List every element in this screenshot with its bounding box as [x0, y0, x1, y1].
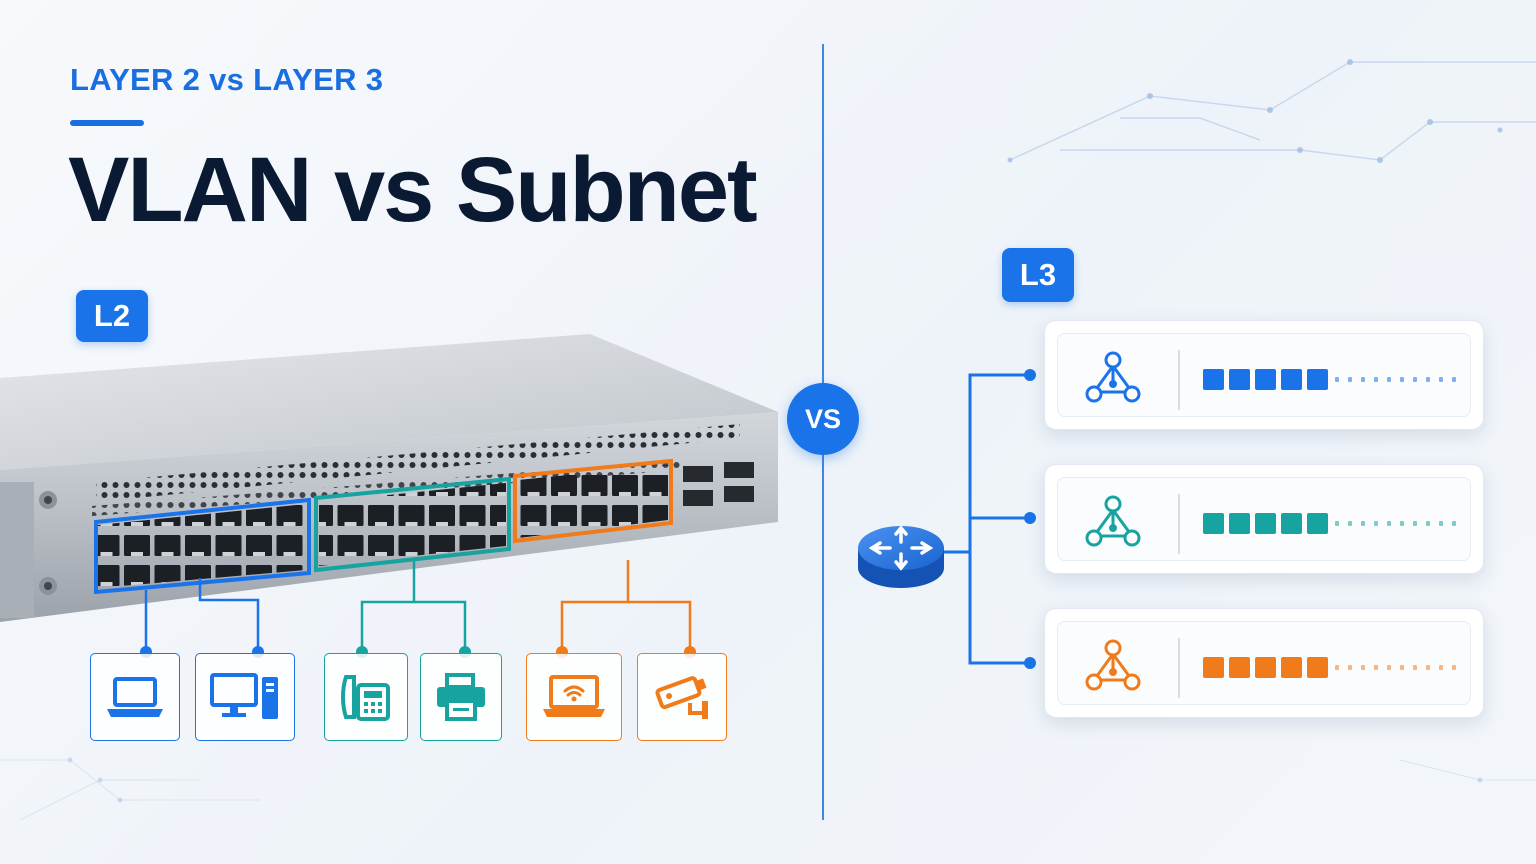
layer2-badge: L2	[76, 290, 148, 342]
address-blocks	[1203, 657, 1328, 678]
desktop-pc-icon	[210, 673, 278, 719]
security-camera-icon	[655, 676, 708, 719]
address-dots	[1335, 521, 1456, 526]
layer3-badge: L3	[1002, 248, 1074, 302]
address-blocks	[1203, 513, 1328, 534]
device-desk-phone	[324, 653, 408, 741]
network-nodes-icon	[1085, 495, 1141, 547]
network-nodes-icon	[1085, 639, 1141, 691]
laptop-icon	[107, 677, 163, 717]
router-connection-lines	[940, 369, 1036, 669]
vs-badge: VS	[787, 383, 859, 455]
network-nodes-icon	[1085, 351, 1141, 403]
address-blocks	[1203, 369, 1328, 390]
printer-icon	[437, 673, 485, 721]
device-printer	[420, 653, 502, 741]
router-icon	[858, 525, 944, 588]
address-dots	[1335, 377, 1456, 382]
device-desktop	[195, 653, 295, 741]
device-security-camera	[637, 653, 727, 741]
wifi-laptop-icon	[543, 675, 605, 717]
device-laptop	[90, 653, 180, 741]
device-wifi-laptop	[526, 653, 622, 741]
address-dots	[1335, 665, 1456, 670]
page-title: VLAN vs Subnet	[68, 139, 758, 241]
subnet-card-teal	[1044, 464, 1484, 574]
eyebrow-underline	[70, 120, 144, 126]
desk-phone-icon	[341, 675, 390, 721]
subnet-card-orange	[1044, 608, 1484, 718]
eyebrow-heading: LAYER 2 vs LAYER 3	[70, 62, 384, 97]
subnet-card-blue	[1044, 320, 1484, 430]
network-switch-icon	[0, 334, 778, 622]
